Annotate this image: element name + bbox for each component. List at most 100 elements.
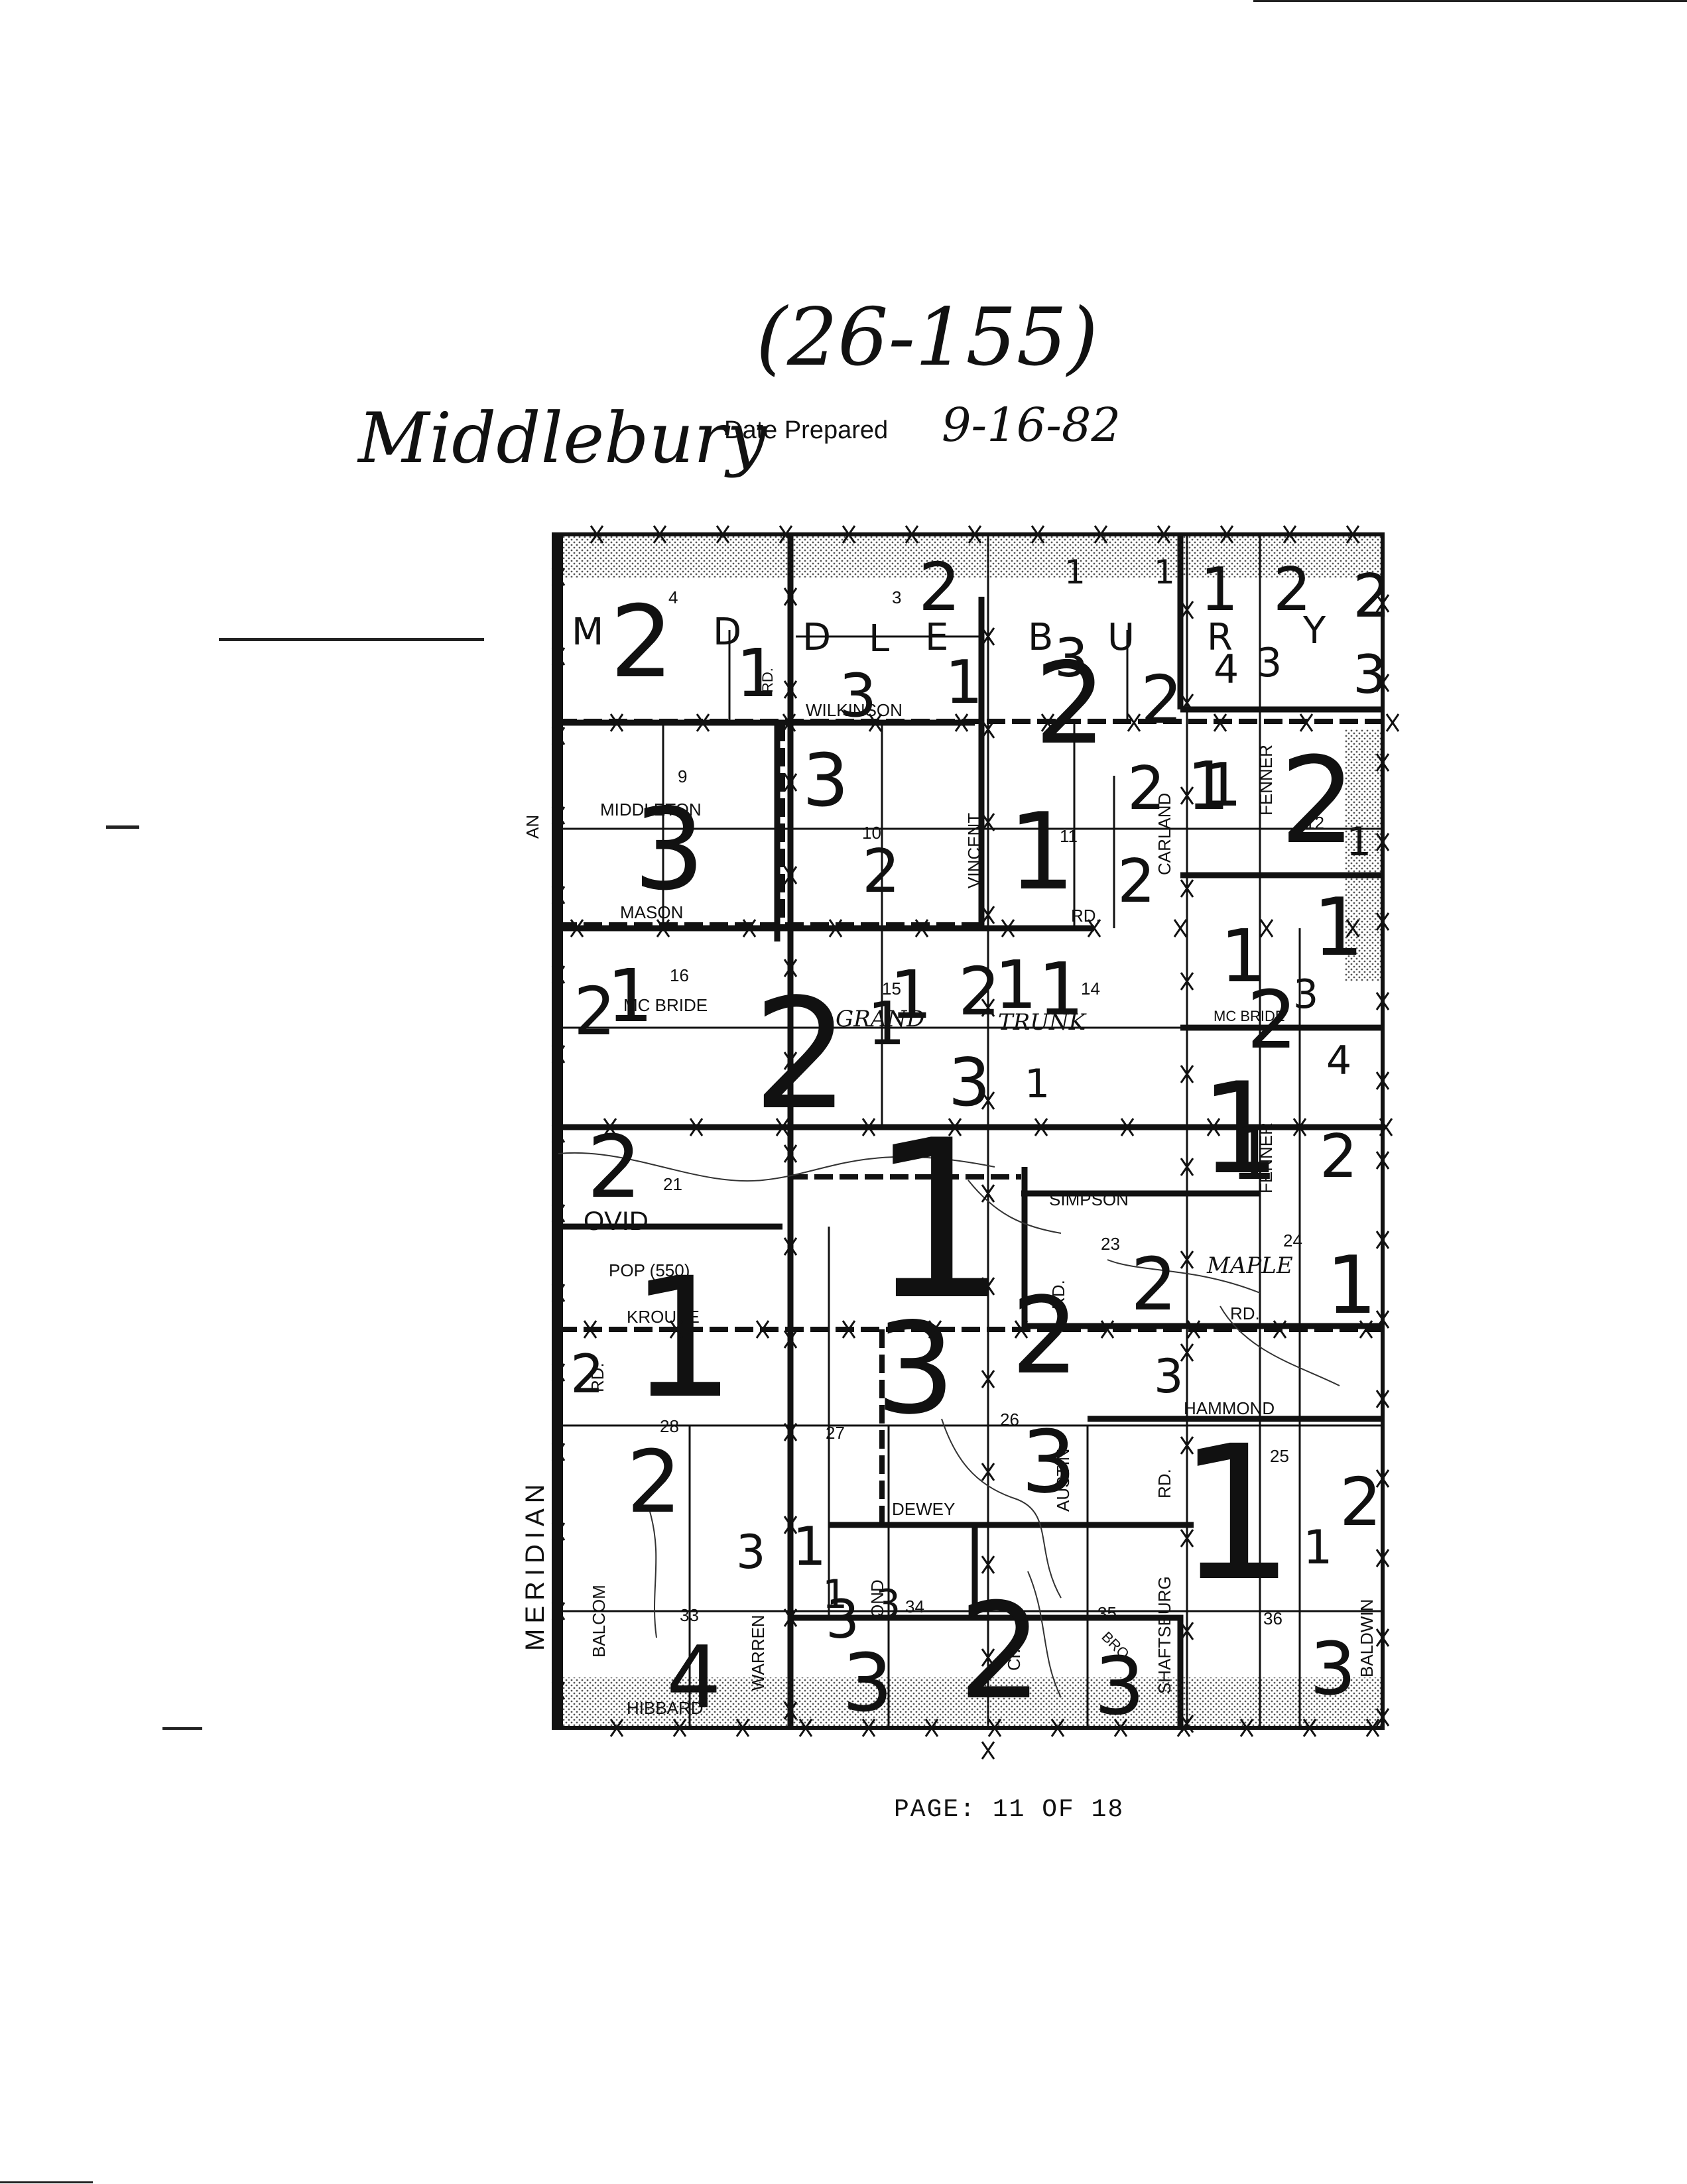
x-mark [1173,919,1188,938]
zone-number: 2 [753,967,849,1144]
x-mark [775,1118,790,1136]
x-mark [1014,1320,1029,1339]
township-letter: D [713,611,741,654]
road-label-rd-carland: RD. [1071,906,1101,926]
x-mark [1180,1158,1194,1176]
zone-number: 1 [945,648,983,717]
x-mark [551,1522,566,1541]
zone-number: 1 [869,1093,1008,1348]
zone-number: 3 [842,1638,893,1730]
x-mark [914,919,929,938]
x-mark [842,525,856,544]
x-mark [782,713,796,732]
stream [558,1152,995,1182]
x-mark [1375,912,1390,931]
township-letter: U [1107,616,1135,659]
zone-number: 1 [1204,751,1241,820]
x-mark [1100,1320,1115,1339]
township-letter: R [1207,616,1233,659]
x-mark [1156,525,1171,544]
x-mark [1359,1320,1373,1339]
section-number: 25 [1270,1446,1289,1466]
road-label-austin: AUSTIN [1053,1449,1073,1512]
x-mark [1385,713,1400,732]
road-label-wilkinson: WILKINSON [806,700,903,720]
x-mark [905,525,919,544]
x-mark [1206,1118,1221,1136]
zone-number: 2 [958,953,1001,1030]
x-mark [1180,1529,1194,1547]
x-mark [842,1320,856,1339]
road-label-shaftsburg: SHAFTSBURG [1155,1576,1174,1694]
x-mark [981,1555,995,1574]
x-mark [981,1463,995,1481]
x-mark [1375,753,1390,772]
road-label-rd-23: RD. [1048,1280,1068,1309]
x-mark [1180,972,1194,991]
x-mark [779,525,793,544]
section-number: 14 [1081,979,1100,999]
section-number: 28 [660,1416,679,1436]
section-number: 9 [678,766,687,786]
x-mark [783,680,798,699]
x-mark [551,1443,566,1461]
zone-number: 3 [802,738,849,823]
x-mark [551,1045,566,1063]
township-letter: L [869,617,889,660]
zone-number: 3 [1054,627,1088,689]
x-mark [1219,525,1234,544]
section-number: 23 [1101,1234,1120,1254]
road-label-carland: CARLAND [1155,793,1174,875]
zone-number: 1 [867,989,905,1059]
road-label-an-partial: AN [523,815,542,839]
x-mark [1375,1071,1390,1090]
x-mark [1375,1549,1390,1567]
road-label-mcbride-west: MC BRIDE [623,995,708,1015]
zone-number: 3 [1021,1412,1076,1512]
scan-mark-dash-left [162,1727,202,1730]
road-label-rd-wilkinson: RD. [759,668,776,693]
stream [1107,1259,1261,1294]
dashed-roads [558,719,1383,1525]
x-mark [981,627,995,646]
zone-number: 4 [1326,1038,1351,1084]
township-name-handwritten: Middlebury [358,398,767,479]
x-mark [1040,713,1055,732]
zone-number: 2 [1141,661,1183,739]
x-mark [948,1118,962,1136]
zone-number: 4 [1214,646,1239,693]
x-mark [868,713,883,732]
x-mark [551,647,566,666]
x-mark [609,713,624,732]
road-label-krouse: KROUSE [627,1307,700,1327]
road-label-fenner-south: FENNER [1256,1122,1276,1193]
x-mark [783,959,798,977]
stream [649,1511,657,1638]
zone-number: 2 [1127,754,1165,823]
zone-number: 1 [890,956,932,1034]
zone-number: 2 [610,585,673,700]
x-mark [981,999,995,1017]
section-number: 3 [892,587,901,607]
x-mark [590,525,604,544]
zone-number: 2 [958,1575,1042,1729]
x-mark [551,886,566,904]
x-mark [828,919,843,938]
x-mark [1282,525,1297,544]
page-number: PAGE: 11 OF 18 [894,1795,1125,1824]
x-mark [861,1719,876,1737]
x-mark [1093,525,1108,544]
zone-number: 1 [1025,1061,1050,1107]
x-mark [981,1091,995,1110]
date-prepared-value: 9-16-82 [942,398,1121,452]
zone-number: 1 [1177,1406,1295,1622]
x-mark [551,1602,566,1620]
x-mark [1180,1250,1194,1269]
road-label-meridian: MERIDIAN [521,1479,550,1651]
road-label-rd-hammond: RD. [1155,1469,1174,1498]
zone-number: 1 [1313,882,1363,974]
x-mark [928,1320,942,1339]
zone-number: 3 [1310,1626,1356,1711]
x-mark [783,866,798,884]
